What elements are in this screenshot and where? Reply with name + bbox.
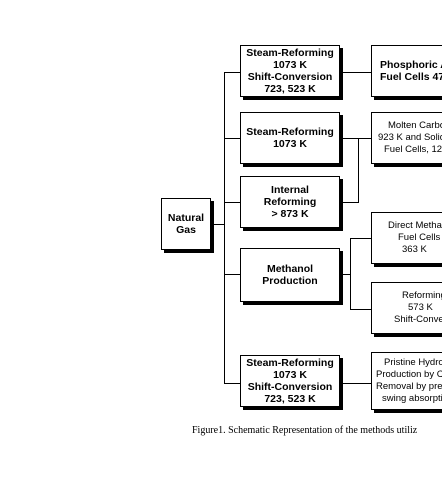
process-line: Methanol [266,263,314,275]
output-line: Phosphoric A [380,59,442,71]
output-line: swing absorpti [382,393,442,404]
process-line: Reforming [263,196,317,208]
output-box-pristine-hydrogen-production: Pristine Hydrog Production by CO Removal… [371,352,442,410]
branch-line-3 [224,202,240,203]
link-vertical-4 [350,238,351,309]
output-line: Shift-Convers [394,314,442,325]
output-line: Direct Metha [388,220,442,231]
process-line: 723, 523 K [264,393,316,405]
process-line: 1073 K [273,138,307,150]
output-line: 363 K [402,244,427,255]
process-line: Steam-Reforming [246,47,334,59]
trunk-line-source [210,224,224,225]
branch-line-4 [224,274,240,275]
process-line: Shift-Conversion [247,381,333,393]
process-line: 1073 K [273,59,307,71]
source-line: Natural [167,212,205,224]
process-box-1: Steam-Reforming 1073 K Shift-Conversion … [240,45,340,97]
output-line: Production by CO [376,369,442,380]
link-vertical-2-3 [358,138,359,202]
branch-line-5 [224,383,240,384]
process-line: Steam-Reforming [246,126,334,138]
link-line-4a [350,238,371,239]
process-box-4: Methanol Production [240,248,340,302]
output-box-direct-methanol-fuel-cells: Direct Metha Fuel Cells 363 K [371,212,442,264]
process-line: 723, 523 K [264,83,316,95]
link-line-5 [339,383,371,384]
output-line: Pristine Hydrog [384,357,442,368]
process-line: Steam-Reforming [246,357,334,369]
output-box-methanol-reforming: Reforming 573 K Shift-Convers [371,282,442,334]
source-line: Gas [176,224,196,236]
process-line: 1073 K [273,369,307,381]
link-line-2 [339,138,371,139]
process-box-5: Steam-Reforming 1073 K Shift-Conversion … [240,355,340,407]
output-line: Fuel Cells, 12 [384,144,442,155]
branch-line-2 [224,138,240,139]
process-line: Production [262,275,318,287]
link-line-4 [339,274,350,275]
process-box-3: Internal Reforming > 873 K [240,176,340,228]
process-line: Shift-Conversion [247,71,333,83]
output-box-phosphoric-acid-fuel-cells: Phosphoric A Fuel Cells 47 [371,45,442,97]
output-line: Molten Carbo [388,120,442,131]
output-line: 923 K and Solid [378,132,442,143]
output-line: Removal by pres [376,381,442,392]
process-box-2: Steam-Reforming 1073 K [240,112,340,164]
output-line: Fuel Cells 47 [380,71,442,83]
link-line-3 [339,202,359,203]
figure-caption: Figure1. Schematic Representation of the… [192,425,418,436]
output-line: Reforming [402,290,442,301]
process-line: > 873 K [271,208,309,220]
output-box-molten-carbonate-fuel-cells: Molten Carbo 923 K and Solid Fuel Cells,… [371,112,442,164]
trunk-vertical-line [224,72,225,383]
source-box-natural-gas: Natural Gas [161,198,211,250]
output-line: Fuel Cells [398,232,441,243]
process-line: Internal [271,184,309,196]
link-line-1 [339,72,371,73]
branch-line-1 [224,72,240,73]
output-line: 573 K [408,302,433,313]
link-line-4b [350,309,371,310]
